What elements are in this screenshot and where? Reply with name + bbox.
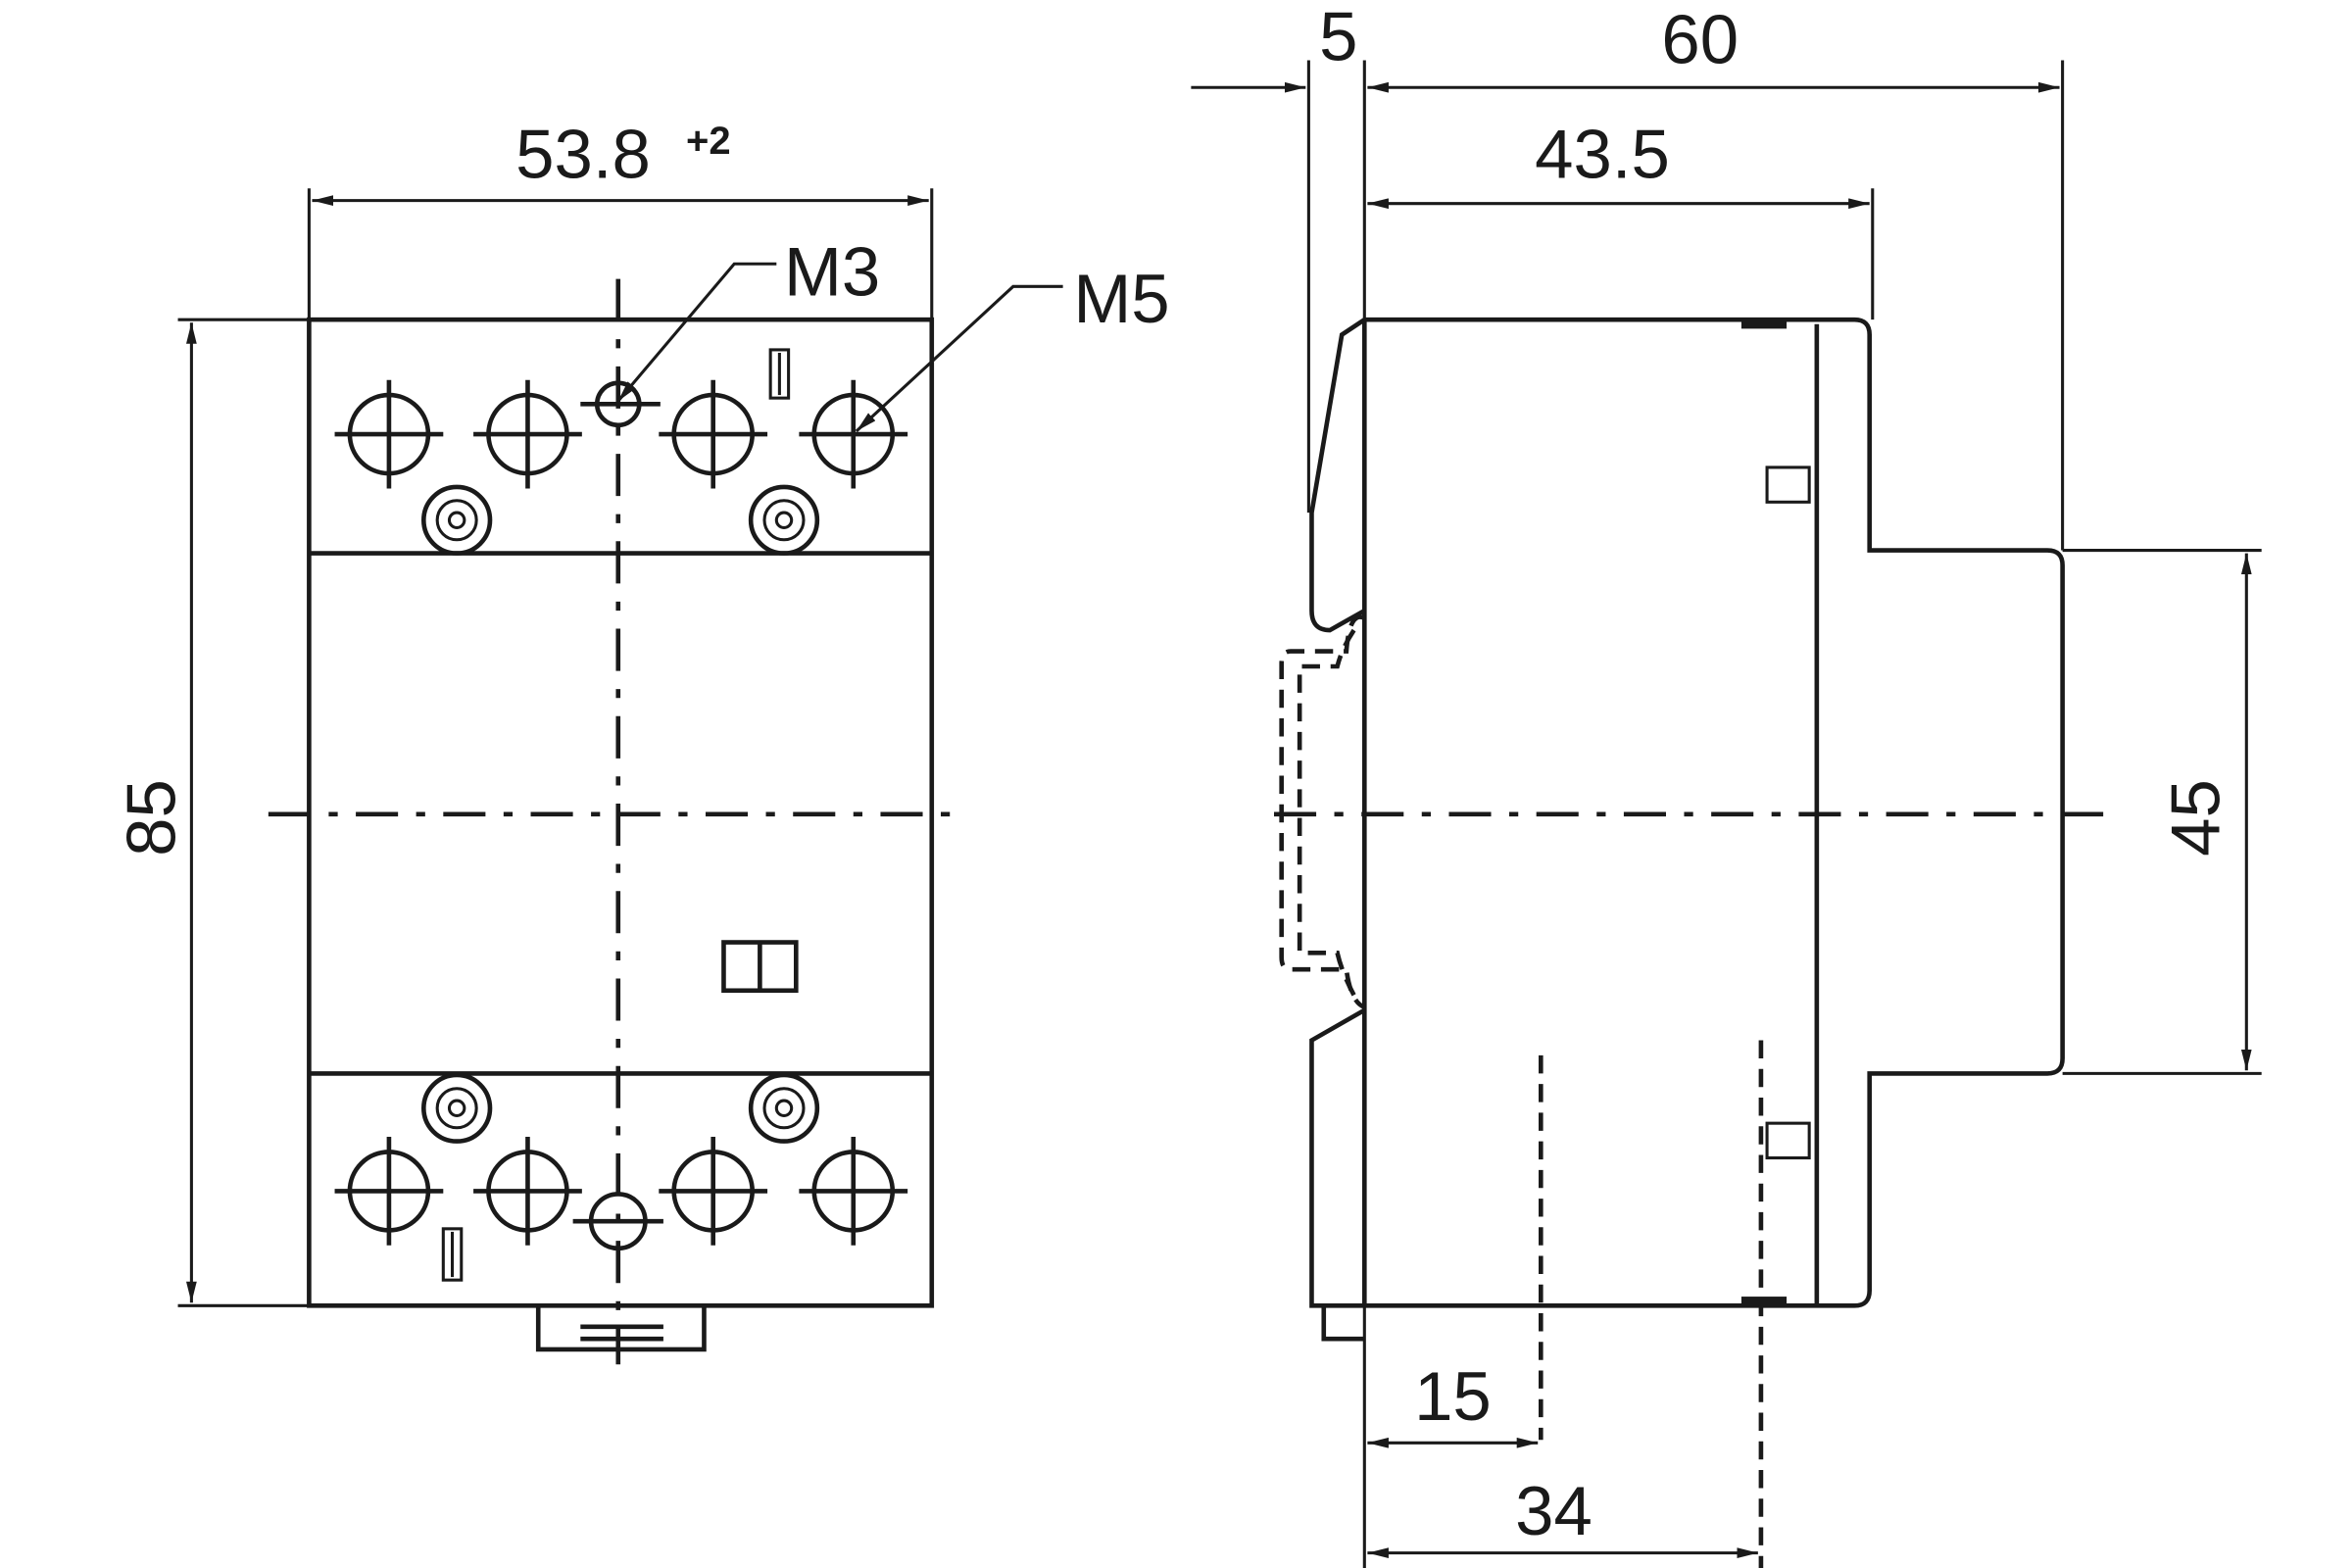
front-view: 53.8 +2 85 M3 M5 bbox=[112, 116, 1170, 1365]
din-clip bbox=[535, 1305, 707, 1352]
dim-width-tolerance: +2 bbox=[686, 120, 731, 163]
dim-front-height-label: 45 bbox=[2157, 779, 2234, 857]
side-body-outline bbox=[1309, 317, 2065, 1308]
dim-34-label: 34 bbox=[1515, 1472, 1592, 1549]
dim-depth-label: 60 bbox=[1661, 1, 1739, 78]
m3-label: M3 bbox=[784, 233, 880, 311]
terminals-top bbox=[335, 348, 908, 554]
dim-rail-offset-label: 5 bbox=[1319, 0, 1357, 75]
dim-width-label: 53.8 bbox=[515, 116, 651, 193]
m5-label: M5 bbox=[1073, 260, 1169, 337]
dim-15-label: 15 bbox=[1414, 1357, 1492, 1435]
side-view: 5 60 43.5 45 15 34 bbox=[1191, 0, 2262, 1568]
terminals-bottom bbox=[335, 1075, 908, 1282]
dim-body-depth-label: 43.5 bbox=[1535, 116, 1670, 193]
dim-height-label: 85 bbox=[112, 779, 189, 857]
